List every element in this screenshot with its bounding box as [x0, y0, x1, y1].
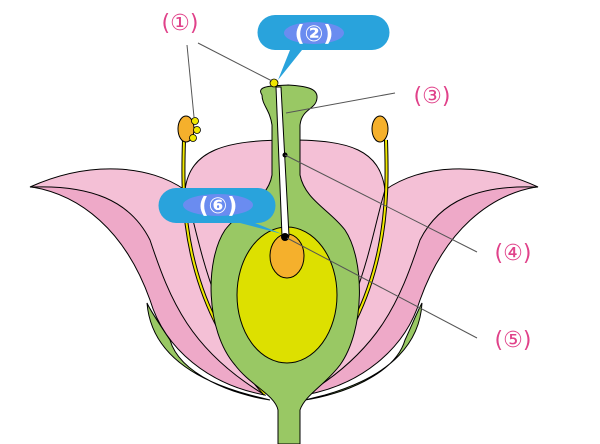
label-3: (③)	[414, 84, 451, 109]
pollen-tube	[275, 86, 290, 237]
label-4: (④)	[495, 241, 532, 266]
pollen-tube-tip	[281, 233, 289, 241]
ovule	[269, 233, 305, 279]
label-5: (⑤)	[495, 328, 532, 353]
callout-bubble-6: (⑥)	[158, 188, 282, 234]
callout-bubble-2: (②)	[257, 15, 390, 80]
sepal-right	[304, 302, 423, 401]
leader-line-1a	[197, 42, 273, 82]
pollen-grain	[191, 117, 199, 125]
leader-line-5	[286, 237, 478, 339]
label-6: (⑥)	[199, 194, 238, 219]
leader-line-3	[285, 92, 396, 114]
petal-left-inner	[31, 186, 266, 396]
leader-line-4	[284, 154, 478, 253]
leader-line-1b	[186, 44, 195, 118]
label-1: (①)	[162, 11, 199, 36]
pollen-grain	[193, 126, 201, 134]
pollen-grain	[189, 134, 197, 142]
label-2: (②)	[295, 22, 334, 47]
anther-right	[371, 115, 389, 143]
